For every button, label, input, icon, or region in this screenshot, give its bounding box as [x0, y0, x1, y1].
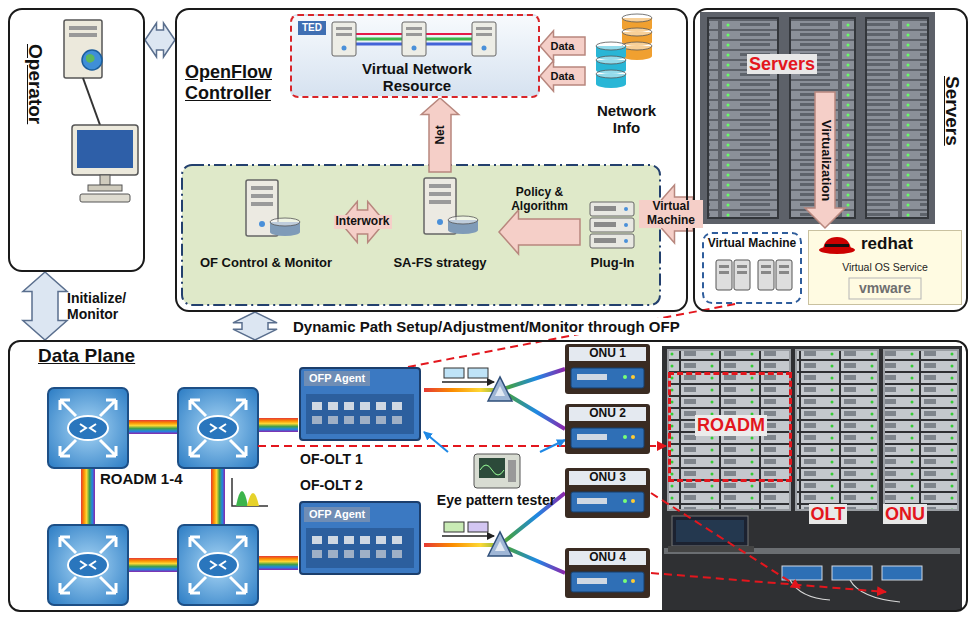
block-arrow — [421, 98, 458, 172]
photo-label: Servers — [747, 54, 817, 75]
callout-label: ROADM — [695, 415, 767, 436]
block-arrow — [499, 210, 580, 254]
block-arrow — [540, 31, 585, 62]
edge-label: Policy & Algorithm — [504, 186, 576, 214]
edge-label: Interwork — [334, 215, 392, 229]
edge-label: Net — [433, 123, 447, 146]
vm-box: Virtual Machine — [702, 232, 802, 304]
edge-label: Data — [549, 70, 577, 83]
box-label: OF Control & Monitor — [196, 256, 336, 271]
box-label: SA-FS strategy — [385, 256, 495, 271]
panel-heading: OpenFlow Controller — [185, 62, 297, 103]
test-link — [424, 432, 448, 452]
server-node: SA-FS strategy — [385, 172, 499, 278]
controller-panel: OpenFlow Controller TED Virtual Network Re… — [175, 8, 688, 312]
edge-label: Data — [549, 40, 577, 53]
onu-device: ONU 2 — [565, 404, 650, 454]
operator-panel: Operator — [8, 8, 145, 272]
optical-fiber — [424, 493, 565, 545]
edge-label: Virtual Machine — [639, 200, 703, 228]
tag: TED — [298, 21, 326, 35]
onu-device: ONU 3 — [565, 468, 650, 518]
arrow-label: Virtualization — [818, 117, 833, 202]
device-label: OF-OLT 1 — [300, 451, 363, 467]
photo-label: OLT — [809, 504, 848, 525]
block-arrow — [145, 23, 175, 57]
tester-device: Eye pattern tester — [430, 452, 566, 512]
device-label: OF-OLT 2 — [300, 477, 363, 493]
block-arrow — [540, 61, 585, 92]
part-label: ROADM 1-4 — [100, 470, 183, 487]
database-node: Network Info — [585, 8, 672, 138]
olt-device: OF-OLT 2 OFP Agent — [298, 476, 424, 578]
device-label: ONU 3 — [569, 471, 646, 485]
device-label: Eye pattern tester — [430, 492, 562, 508]
test-link — [540, 440, 565, 452]
onu-device: ONU 1 — [565, 344, 650, 394]
edge-label: Initialize/ Monitor — [67, 290, 152, 322]
logo-text: redhat — [861, 234, 913, 254]
logo-text: vmware — [809, 280, 961, 296]
edge-label: Dynamic Path Setup/Adjustment/Monitor th… — [290, 318, 683, 335]
box-label: Virtual OS Service — [809, 261, 961, 273]
device-label: ONU 2 — [569, 407, 646, 421]
photo-label: ONU — [883, 504, 927, 525]
os-service-box: redhatVirtual OS Service vmware — [808, 230, 962, 305]
device-label: ONU 1 — [569, 347, 646, 361]
panel-heading: Servers — [941, 76, 963, 146]
olt-device: OFP AgentOF-OLT 1 — [298, 366, 424, 470]
server-node: OF Control & Monitor — [196, 172, 340, 278]
box-label: Network Info — [585, 102, 668, 137]
tag: OFP Agent — [304, 507, 370, 522]
resource-box: TED Virtual Network Resource — [290, 14, 540, 98]
onu-device: ONU 4 — [565, 548, 650, 598]
photo-callout: ROADM — [668, 372, 792, 482]
panel-heading: Data Plane — [38, 345, 135, 367]
box-label: Virtual Machine — [704, 237, 800, 251]
device-label: ONU 4 — [569, 551, 646, 565]
tag: OFP Agent — [304, 371, 370, 386]
box-label: Plug-In — [580, 256, 645, 271]
block-arrow — [233, 312, 277, 340]
block-arrow — [23, 272, 67, 340]
box-label: Virtual Network Resource — [347, 60, 487, 95]
panel-heading: Operator — [24, 44, 46, 124]
